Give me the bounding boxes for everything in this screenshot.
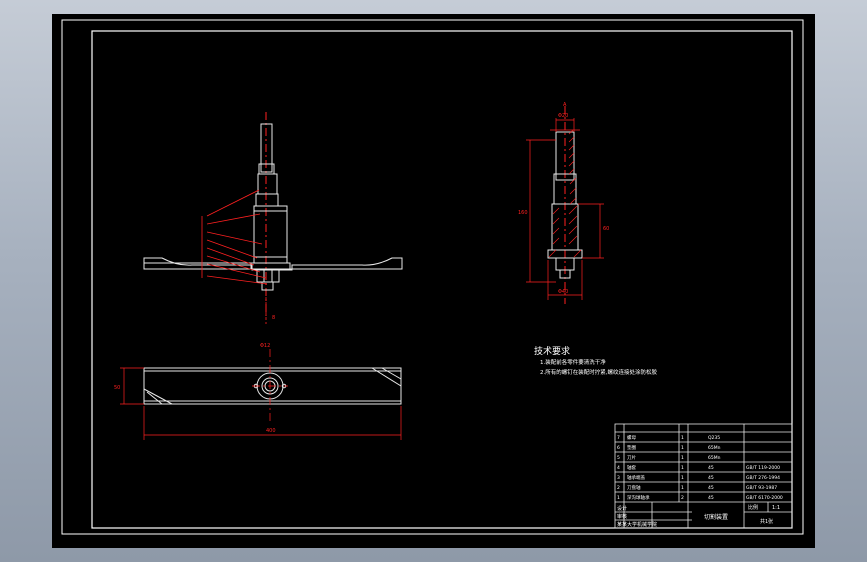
- parts-row-material: 65Mn: [708, 445, 721, 451]
- section-top-width-dim: Φ20: [558, 113, 568, 119]
- parts-row-note: GB/T 276-1994: [746, 475, 780, 481]
- section-view: [547, 106, 583, 304]
- parts-row-qty: 1: [681, 455, 684, 461]
- parts-row-material: 45: [708, 475, 714, 481]
- parts-row-note: GB/T 93-1987: [746, 485, 777, 491]
- sheet-label: 共1张: [760, 518, 773, 525]
- top-view-width-dim: 400: [266, 428, 276, 434]
- outer-frame: [61, 19, 804, 535]
- section-top-mark: A: [563, 102, 567, 108]
- parts-row-qty: 1: [681, 485, 684, 491]
- parts-row-name: 轴承端盖: [627, 474, 645, 481]
- section-dimensions: [526, 118, 604, 300]
- parts-row-material: 45: [708, 465, 714, 471]
- parts-row-qty: 1: [681, 475, 684, 481]
- drawing-name: 切割装置: [704, 513, 728, 521]
- section-hatching: [548, 129, 582, 258]
- scale-value: 1:1: [772, 505, 780, 511]
- section-bottom-width-dim: Φ40: [558, 289, 568, 295]
- parts-row-name: 轴套: [627, 464, 636, 471]
- title-design-label: 设计: [617, 505, 627, 512]
- parts-row-name: 刀片: [627, 454, 636, 461]
- title-check-label: 审核: [617, 513, 627, 520]
- parts-row-name: 垫圈: [627, 444, 636, 451]
- title-block: [614, 423, 793, 529]
- top-view-dimensions: [120, 367, 402, 440]
- parts-row-no: 2: [617, 485, 620, 491]
- front-view: [143, 112, 403, 316]
- section-sub-height-dim: 60: [603, 226, 609, 232]
- notes-line-2: 2.所有的螺钉在装配时拧紧,螺纹连接处涂防松胶: [540, 368, 657, 376]
- parts-row-note: GB/T 6170-2000: [746, 495, 783, 501]
- parts-row-no: 3: [617, 475, 620, 481]
- parts-row-material: 45: [708, 495, 714, 501]
- parts-row-no: 6: [617, 445, 620, 451]
- parts-row-no: 1: [617, 495, 620, 501]
- parts-row-name: 螺母: [627, 434, 636, 441]
- scale-label: 比例: [748, 504, 758, 511]
- cad-viewport[interactable]: 8 50 400 Φ12: [52, 14, 815, 548]
- parts-row-material: 45: [708, 485, 714, 491]
- front-view-mark: 8: [272, 315, 275, 321]
- notes-line-1: 1.装配前各零件要清洗干净: [540, 358, 606, 366]
- top-view-height-dim: 50: [114, 385, 120, 391]
- parts-row-name: 深沟球轴承: [627, 494, 650, 501]
- parts-row-material: Q235: [708, 435, 720, 441]
- parts-row-no: 4: [617, 465, 620, 471]
- inner-frame: [91, 30, 793, 529]
- section-height-dim: 160: [518, 210, 528, 216]
- top-view-hole-dim: Φ12: [260, 343, 270, 349]
- title-school-label: 某某大学机械学院: [617, 521, 657, 528]
- notes-heading: 技术要求: [534, 345, 570, 357]
- parts-row-material: 65Mn: [708, 455, 721, 461]
- title-block-rows: 7 螺母 1 Q235 6 垫圈 1 65Mn 5 刀片 1 65Mn 4 轴套 1 45 GB/T 119-2…: [617, 434, 783, 501]
- parts-row-no: 7: [617, 435, 620, 441]
- part-leaders: [201, 189, 268, 324]
- parts-row-no: 5: [617, 455, 620, 461]
- parts-row-qty: 1: [681, 465, 684, 471]
- parts-row-qty: 1: [681, 435, 684, 441]
- parts-row-qty: 2: [681, 495, 684, 501]
- assembly-drawing: 8 50 400 Φ12: [61, 19, 804, 535]
- parts-row-note: GB/T 119-2000: [746, 465, 780, 471]
- top-view-center-lines: [252, 349, 288, 422]
- parts-row-name: 刀盘轴: [627, 484, 641, 491]
- parts-row-qty: 1: [681, 445, 684, 451]
